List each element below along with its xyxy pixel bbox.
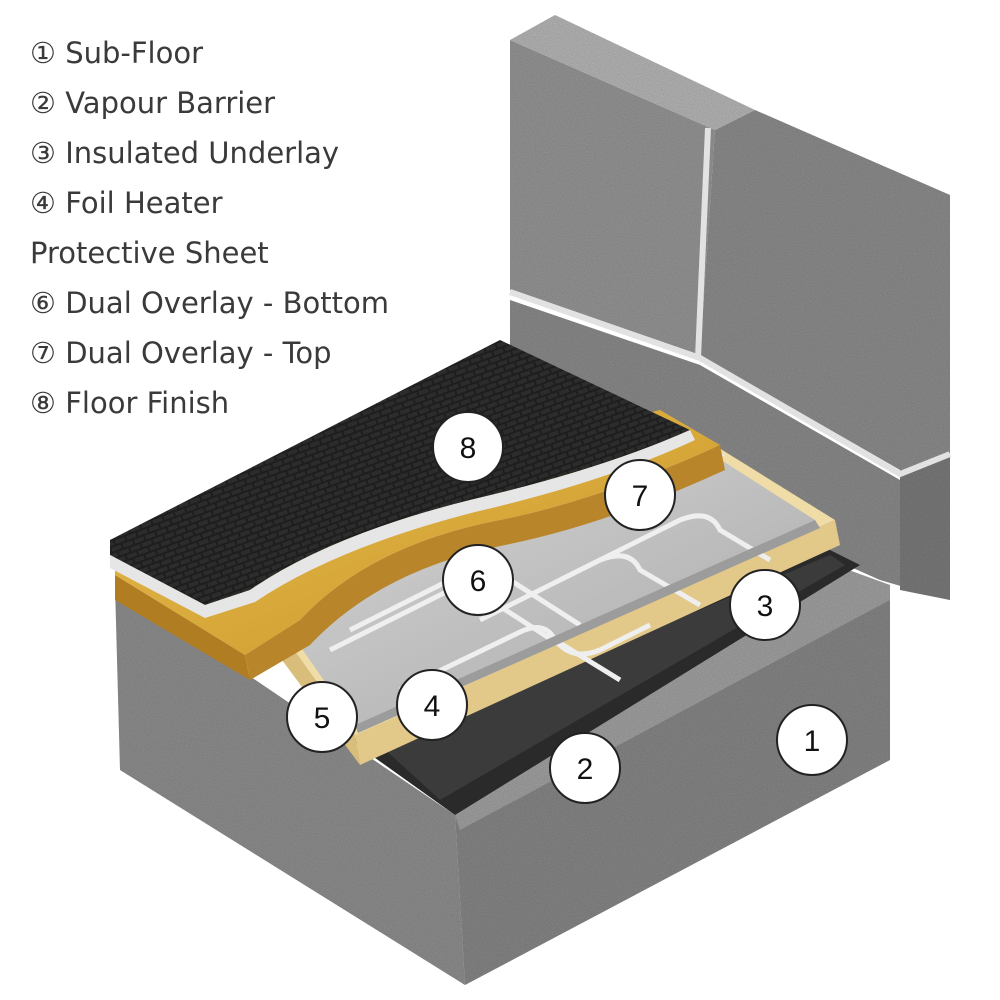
callout-3: 3 [729,569,801,641]
callout-number: 6 [470,565,487,598]
callout-1: 1 [776,704,848,776]
callout-markers: 1 2 3 4 5 6 7 8 [286,411,848,804]
callout-number: 2 [577,753,594,786]
dual-overlay-edge [245,445,725,680]
callout-7: 7 [604,459,676,531]
callout-number: 5 [314,702,331,735]
callout-number: 7 [632,480,649,513]
legend-item-protective-sheet: Protective Sheet [30,236,269,270]
wall-block-side [900,450,950,600]
insulated-underlay-edge [355,520,840,765]
callout-circle [729,569,801,641]
callout-circle [432,411,504,483]
callout-number: 4 [424,690,441,723]
wall-block-top-face [510,15,755,130]
legend-item-foil-heater: ④ Foil Heater [30,186,223,220]
callout-2: 2 [549,732,621,804]
callout-8: 8 [432,411,504,483]
floor-finish-layer [110,340,690,605]
callout-circle [442,544,514,616]
legend-item-dual-overlay-top: ⑦ Dual Overlay - Top [30,336,332,370]
wall [510,15,950,600]
callout-number: 1 [804,725,821,758]
floor-finish-edge [110,430,695,618]
wall-block-top-right [700,110,950,470]
layer-legend: ① Sub-Floor ② Vapour Barrier ③ Insulated… [30,28,389,428]
wall-block-top-left [510,40,715,355]
legend-item-dual-overlay-bottom: ⑥ Dual Overlay - Bottom [30,286,389,320]
slab-front-left [115,585,465,985]
legend-item-floor-finish: ⑧ Floor Finish [30,386,230,420]
callout-5: 5 [286,681,358,753]
callout-circle [604,459,676,531]
legend-item-insulated-underlay: ③ Insulated Underlay [30,136,340,170]
wall-block-lower [510,300,950,600]
foil-heater-edge [355,520,820,733]
legend-item-vapour-barrier: ② Vapour Barrier [30,86,276,120]
callout-circle [396,669,468,741]
callout-circle [549,732,621,804]
wall-mortar-joint [509,289,952,478]
callout-4: 4 [396,669,468,741]
callout-circle [776,704,848,776]
dual-overlay-left-edge [115,575,250,680]
wall-mortar-joint-vertical [695,127,711,359]
callout-6: 6 [442,544,514,616]
callout-number: 8 [460,432,477,465]
callout-number: 3 [757,590,774,623]
slab-front-right [455,585,890,985]
legend-item-sub-floor: ① Sub-Floor [30,36,204,70]
callout-circle [286,681,358,753]
